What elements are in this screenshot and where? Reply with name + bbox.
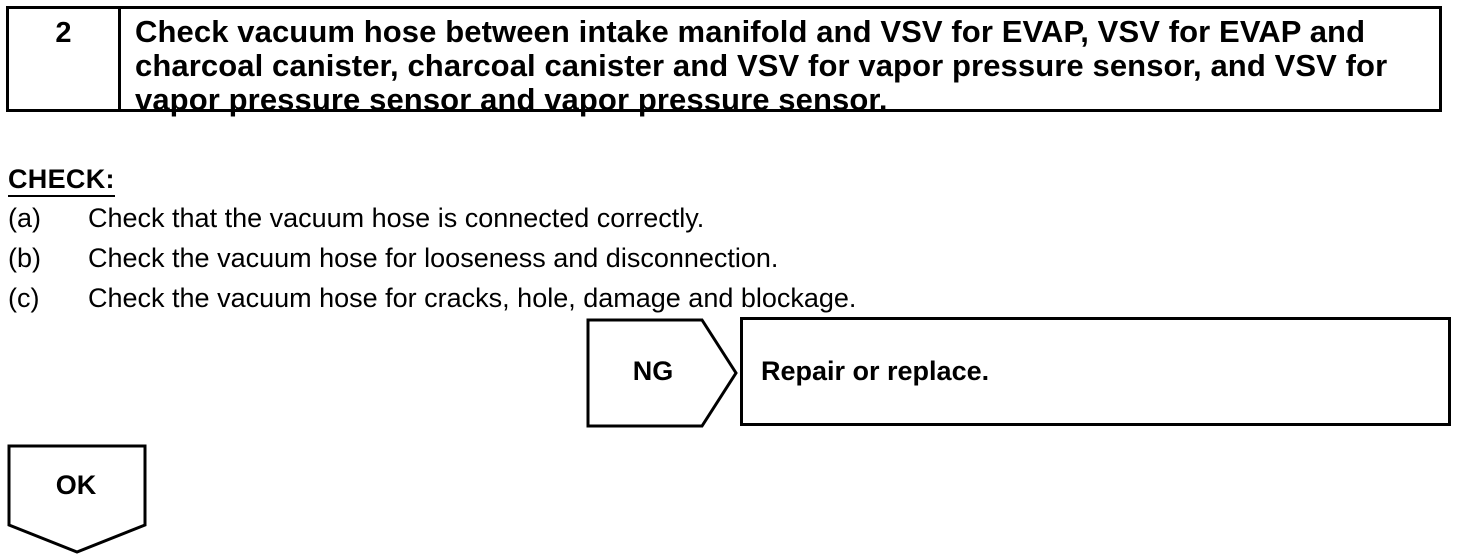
check-item-marker: (b) — [8, 243, 41, 273]
check-item-c: (c) Check the vacuum hose for cracks, ho… — [8, 279, 856, 319]
step-header: 2 Check vacuum hose between intake manif… — [6, 6, 1442, 117]
step-title: Check vacuum hose between intake manifol… — [135, 14, 1388, 117]
ng-arrow-shape — [586, 318, 738, 428]
step-number: 2 — [9, 9, 121, 109]
check-item-text: Check the vacuum hose for looseness and … — [88, 243, 779, 273]
check-heading: CHECK: — [8, 163, 115, 197]
check-list: (a) Check that the vacuum hose is connec… — [8, 199, 856, 319]
ng-result-box: Repair or replace. — [740, 317, 1451, 426]
check-item-text: Check the vacuum hose for cracks, hole, … — [88, 283, 857, 313]
ng-label: NG — [632, 356, 674, 386]
ok-label: OK — [55, 470, 97, 500]
check-item-a: (a) Check that the vacuum hose is connec… — [8, 199, 856, 239]
check-item-marker: (a) — [8, 203, 41, 233]
check-item-marker: (c) — [8, 283, 40, 313]
check-item-text: Check that the vacuum hose is connected … — [88, 203, 705, 233]
check-item-b: (b) Check the vacuum hose for looseness … — [8, 239, 856, 279]
ng-result-text: Repair or replace. — [761, 356, 990, 386]
ok-arrow-shape — [7, 444, 147, 554]
